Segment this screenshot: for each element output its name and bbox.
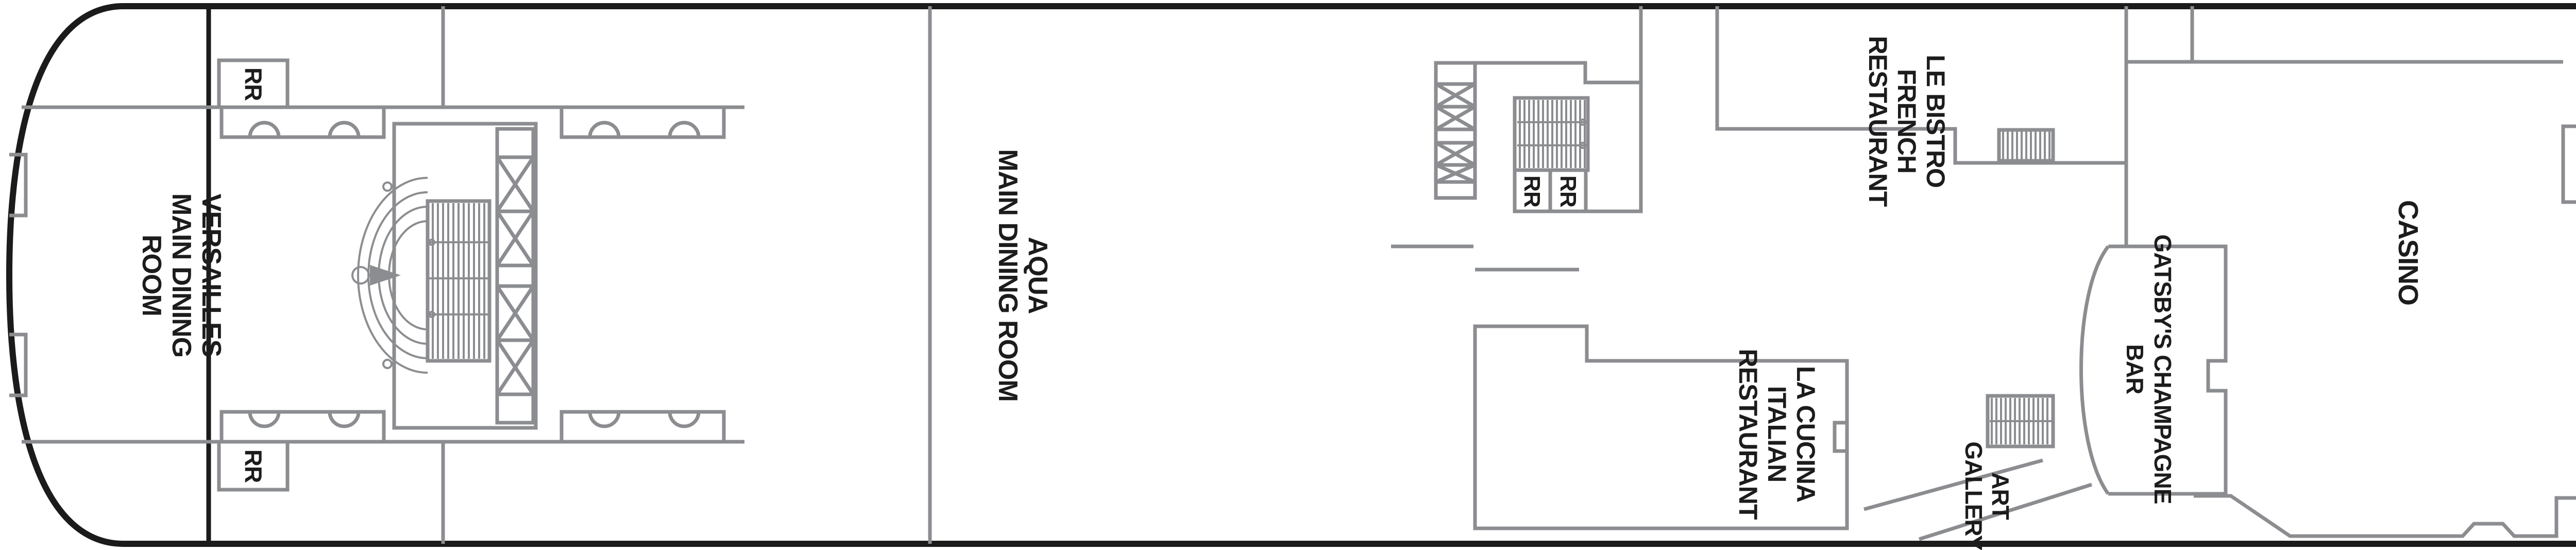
room-le-bistro: LE BISTRO FRENCH RESTAURANT [1715,6,2128,246]
cabin-door-alcoves [219,105,726,444]
art-gallery-label-line1: ART [1987,472,2014,520]
restroom-mid-right-label: RR [1555,175,1581,207]
restroom-aft-bottom: RR [217,440,290,492]
versailles-label-line3: ROOM [137,235,166,316]
restroom-mid-right: RR [1555,175,1581,207]
forward-core: RR RR [2561,124,2576,204]
room-casino: CASINO [2126,6,2576,538]
ship-hull-outline [6,3,2576,547]
restroom-mid-left: RR [1513,168,1588,213]
grand-stair-compass-motif [351,181,401,369]
room-versailles-main-dining: VERSAILLES MAIN DINING ROOM [137,193,226,357]
room-gatsbys: GATSBY'S CHAMPAGNE BAR [2079,235,2228,504]
service-stairs-lower [1986,394,2055,448]
le-bistro-label-line2: FRENCH [1892,69,1921,173]
versailles-label-line1: VERSAILLES [196,194,226,357]
le-bistro-label-line1: LE BISTRO [1921,55,1950,188]
art-gallery-label-line2: GALLERY [1960,441,1987,550]
room-aqua-main-dining: AQUA MAIN DINING ROOM [993,149,1053,402]
restroom-aft-bottom-label: RR [240,449,267,483]
gatsbys-label-line1: GATSBY'S CHAMPAGNE [2149,235,2176,504]
restroom-aft-top-label: RR [240,68,267,101]
aqua-label-line1: AQUA [1023,237,1053,314]
service-stairs-upper [1997,128,2055,163]
le-bistro-label-line3: RESTAURANT [1863,36,1892,207]
stern-balcony-boxes [9,153,28,397]
casino-label: CASINO [2393,200,2424,305]
restroom-aft-top: RR [217,58,290,109]
room-la-cucina: LA CUCINA ITALIAN RESTAURANT [1473,324,1849,530]
aqua-label-line2: MAIN DINING ROOM [993,149,1023,402]
aft-stair-lobby [351,122,538,430]
midship-core: RR RR [1391,6,1643,272]
versailles-label-line2: MAIN DINING [166,193,196,357]
room-art-gallery: ART GALLERY [1863,441,2093,550]
restroom-mid-left-label: RR [1519,175,1545,207]
aft-staircase [426,199,492,363]
la-cucina-label-line1: LA CUCINA [1791,366,1820,502]
la-cucina-label-line2: ITALIAN [1762,386,1791,482]
restroom-fwd-left: RR [2561,124,2576,204]
aft-elevators [495,127,535,425]
la-cucina-label-line3: RESTAURANT [1734,349,1762,520]
gatsbys-label-line2: BAR [2122,344,2148,394]
